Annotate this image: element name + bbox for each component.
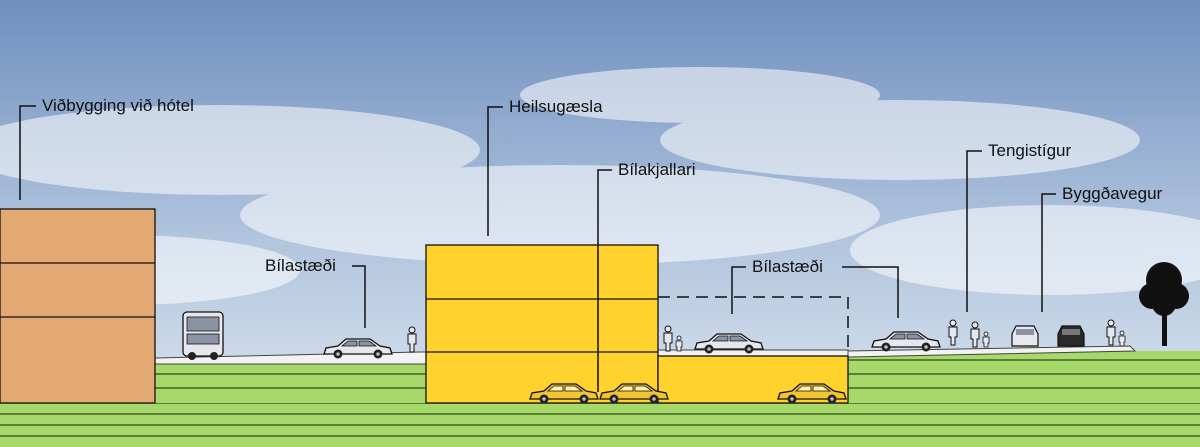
label-connecting-path: Tengistígur (988, 141, 1072, 160)
leader-lines (19, 105, 1056, 392)
ground-right (848, 351, 1200, 403)
label-parking-left: Bílastæði (265, 256, 336, 275)
label-parking-right: Bílastæði (752, 257, 823, 276)
bus-icon (182, 311, 224, 360)
label-parking-basement: Bílakjallari (618, 160, 696, 179)
paving-right (847, 345, 1137, 358)
ground-left (155, 363, 426, 403)
pedestrian-icon (675, 335, 683, 352)
pedestrian-icon (982, 331, 990, 348)
label-hotel-extension: Viðbygging við hótel (42, 96, 194, 115)
pedestrian-icon (1118, 330, 1126, 347)
hotel-extension-building (0, 208, 156, 404)
label-district-road: Byggðavegur (1062, 184, 1163, 203)
label-health-center: Heilsugæsla (509, 97, 603, 116)
dashed-outline (658, 296, 849, 352)
tree-icon (1139, 262, 1189, 346)
car-icon (1057, 325, 1085, 347)
car-icon (1011, 325, 1039, 347)
